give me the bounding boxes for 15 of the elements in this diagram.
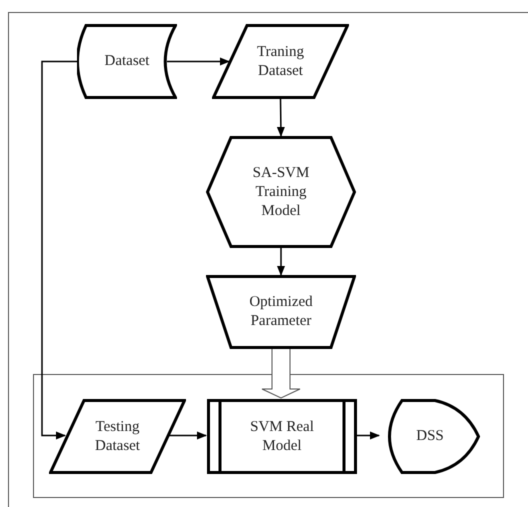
arrow: [168, 432, 207, 440]
arrow: [277, 248, 285, 276]
arrow: [356, 432, 380, 440]
node-label: Traning Dataset: [256, 42, 305, 80]
node-label: SA-SVM Training Model: [252, 164, 310, 220]
arrow: [276, 98, 285, 137]
node-label: DSS: [415, 427, 445, 446]
node-label: Optimized Parameter: [248, 293, 314, 331]
node-label: Testing Dataset: [94, 418, 141, 456]
arrow: [41, 60, 77, 440]
node-label: SVM Real Model: [249, 418, 315, 456]
arrow: [167, 58, 230, 66]
block-arrow: [262, 348, 300, 399]
group-frame: [33, 374, 504, 498]
node-label: Dataset: [104, 52, 150, 71]
